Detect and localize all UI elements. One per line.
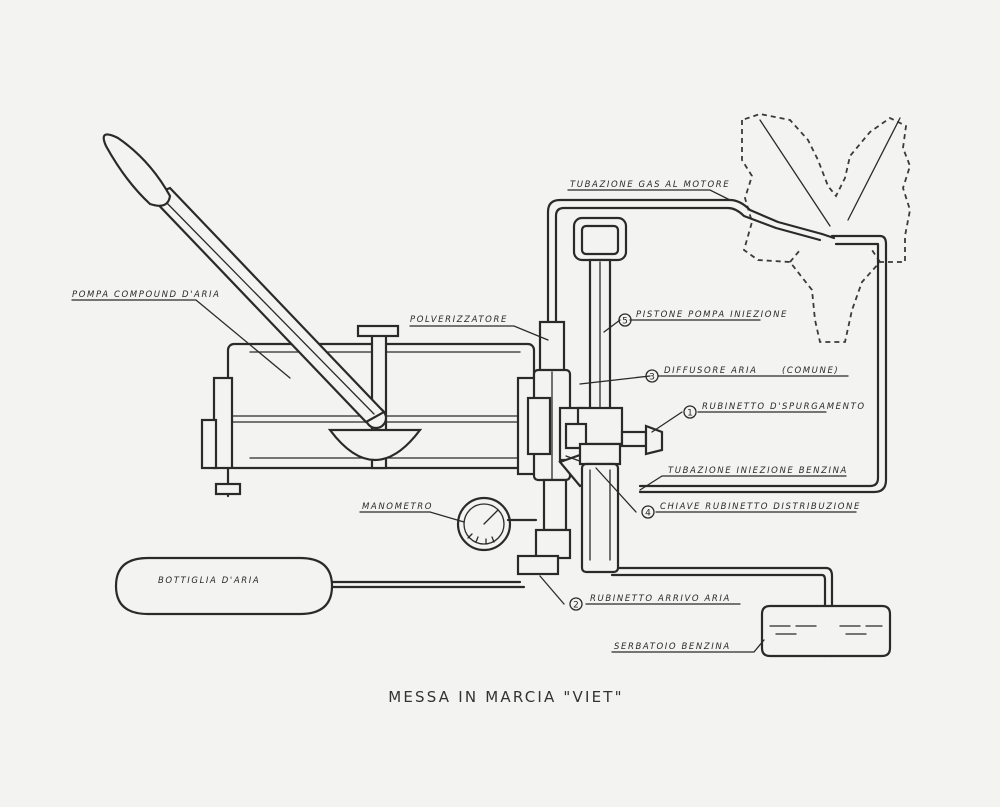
label-tubazione-gas: Tubazione gas al motore — [570, 180, 730, 190]
piping — [330, 198, 888, 658]
fuel-tank — [760, 604, 892, 658]
callout-3-number: 3 — [649, 373, 655, 383]
label-bottiglia-aria: Bottiglia d'Aria — [158, 576, 260, 586]
leader-lines — [71, 189, 857, 653]
callout-5: 5 — [618, 313, 632, 327]
callout-3: 3 — [645, 369, 659, 383]
label-pompa-compound: Pompa Compound d'Aria — [72, 290, 221, 300]
callout-1-number: 1 — [687, 409, 693, 419]
label-diffusore-aria: Diffusore aria — [664, 366, 758, 376]
label-serbatoio-benzina: Serbatoio Benzina — [614, 642, 731, 652]
label-diffusore-note: (Comune) — [782, 366, 839, 376]
label-chiave-rubinetto: Chiave Rubinetto distribuzione — [660, 502, 861, 512]
callout-4: 4 — [641, 505, 655, 519]
air-bottle — [114, 556, 334, 616]
callout-5-number: 5 — [622, 317, 628, 327]
callout-2-number: 2 — [573, 601, 579, 611]
label-rubinetto-spurgo: Rubinetto d'spurgamento — [702, 402, 866, 412]
label-pistone-pompa: Pistone pompa iniezione — [636, 310, 788, 320]
callout-4-number: 4 — [645, 509, 651, 519]
injection-piston — [564, 216, 664, 574]
callout-2: 2 — [569, 597, 583, 611]
label-manometro: Manometro — [362, 502, 433, 512]
diagram-title: MESSA IN MARCIA "VIET" — [388, 688, 624, 706]
pump-lever — [102, 133, 386, 424]
label-tubazione-iniezione: Tubazione iniezione Benzina — [668, 466, 848, 476]
label-rubinetto-arrivo: Rubinetto arrivo Aria — [590, 594, 731, 604]
label-polverizzatore: Polverizzatore — [410, 315, 508, 325]
callout-1: 1 — [683, 405, 697, 419]
manometer — [456, 496, 538, 552]
engine-cylinders-outline — [741, 113, 911, 343]
